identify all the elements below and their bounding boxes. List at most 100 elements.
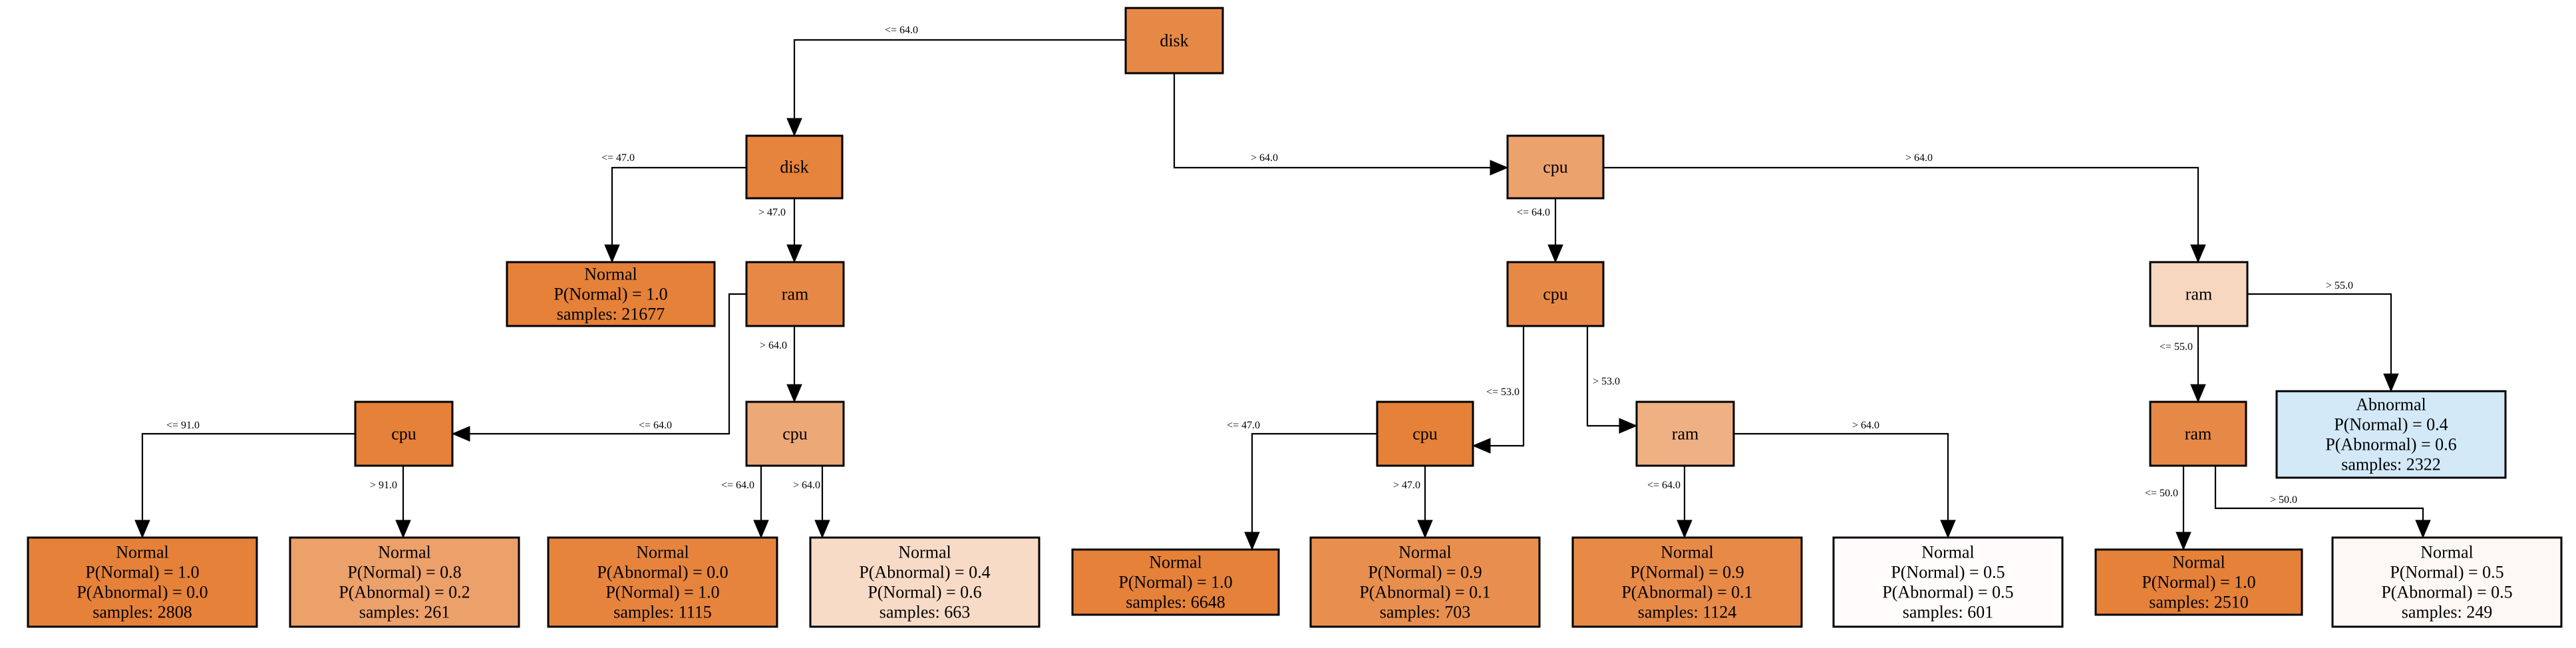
edge-n11-to-n13: > 53.0 — [1586, 326, 1638, 434]
node-box — [745, 401, 845, 467]
arrowhead — [786, 118, 802, 137]
edge-label: > 50.0 — [2270, 494, 2297, 506]
arrowhead — [1490, 160, 1509, 176]
node-title: Normal — [2172, 552, 2225, 571]
node-stat-line: samples: 1124 — [1638, 602, 1737, 621]
edge-label: <= 50.0 — [2145, 488, 2178, 499]
node-stat-line: P(Normal) = 1.0 — [2142, 572, 2255, 591]
edge-line — [2214, 466, 2424, 520]
arrowhead — [2190, 384, 2206, 403]
node-box — [2149, 261, 2249, 327]
node-stat-line: samples: 601 — [1903, 602, 1994, 621]
arrowhead — [786, 244, 802, 263]
edge-n18-to-n19: <= 55.0 — [2160, 326, 2206, 403]
split-node-n10: cpu — [1506, 134, 1605, 200]
edge-n19-to-n22: > 50.0 — [2214, 466, 2431, 539]
node-box — [506, 261, 716, 327]
edge-label: > 64.0 — [760, 340, 787, 351]
arrowhead — [451, 426, 470, 442]
node-box — [2275, 390, 2507, 479]
node-title: cpu — [1412, 424, 1438, 443]
node-stat-line: P(Normal) = 0.5 — [1891, 562, 2005, 581]
node-stat-line: P(Abnormal) = 0.1 — [1359, 582, 1490, 601]
node-box — [1309, 536, 1541, 628]
edge-line — [1251, 432, 1377, 532]
edge-line — [141, 432, 355, 520]
node-title: Normal — [1921, 542, 1974, 562]
edge-label: > 53.0 — [1593, 376, 1620, 387]
node-box — [809, 536, 1041, 628]
node-stat-line: P(Abnormal) = 0.0 — [597, 562, 728, 581]
edge-n11-to-n12: <= 53.0 — [1472, 326, 1525, 454]
node-title: Abnormal — [2356, 395, 2426, 414]
node-title: Normal — [116, 542, 168, 562]
node-stat-line: P(Normal) = 0.9 — [1368, 562, 1482, 581]
arrowhead — [395, 520, 411, 539]
edge-line — [1603, 166, 2199, 245]
node-box — [1832, 536, 2064, 628]
split-node-n12: cpu — [1376, 401, 1474, 467]
edge-label: > 64.0 — [1852, 420, 1879, 431]
edge-n12-to-n15: > 47.0 — [1393, 466, 1433, 539]
edge-n10-to-n18: > 64.0 — [1603, 152, 2206, 263]
arrowhead — [2190, 244, 2206, 263]
edge-n13-to-n17: > 64.0 — [1734, 420, 1956, 539]
edge-n4-to-n6: <= 91.0 — [134, 420, 355, 539]
node-stat-line: samples: 249 — [2402, 602, 2493, 621]
node-box — [1506, 134, 1605, 200]
node-stat-line: P(Abnormal) = 0.6 — [2325, 434, 2456, 454]
edge-label: <= 64.0 — [721, 480, 754, 491]
edge-label: <= 47.0 — [601, 152, 635, 164]
edge-n0-to-n1: <= 64.0 — [786, 25, 1126, 137]
node-stat-line: P(Normal) = 1.0 — [554, 284, 667, 303]
edge-n3-to-n5: > 64.0 — [760, 326, 802, 403]
edge-line — [1173, 73, 1490, 169]
node-title: ram — [1672, 424, 1698, 443]
edge-label: <= 64.0 — [1517, 207, 1550, 218]
edge-n5-to-n8: <= 64.0 — [721, 466, 769, 539]
node-box — [745, 134, 844, 200]
arrowhead — [753, 520, 769, 539]
edge-label: <= 53.0 — [1486, 387, 1520, 398]
node-stat-line: samples: 1115 — [613, 602, 712, 621]
node-box — [1506, 261, 1605, 327]
node-box — [27, 536, 258, 628]
arrowhead — [814, 520, 830, 539]
edge-line — [1586, 326, 1619, 427]
split-node-n13: ram — [1635, 401, 1735, 467]
edge-label: <= 91.0 — [166, 420, 200, 431]
split-node-n4: cpu — [354, 401, 454, 467]
node-stat-line: P(Normal) = 0.6 — [868, 582, 981, 601]
node-title: ram — [2185, 424, 2211, 443]
arrowhead — [1677, 520, 1692, 539]
edge-n1-to-n2: <= 47.0 — [601, 152, 746, 263]
edge-label: <= 64.0 — [1647, 480, 1681, 491]
split-node-n5: cpu — [745, 401, 845, 467]
edge-n13-to-n16: <= 64.0 — [1647, 466, 1692, 539]
node-title: cpu — [391, 424, 416, 443]
node-stat-line: P(Abnormal) = 0.4 — [859, 562, 990, 581]
node-box — [2094, 548, 2303, 616]
arrowhead — [604, 244, 620, 263]
node-stat-line: samples: 21677 — [557, 304, 665, 323]
node-stat-line: samples: 261 — [359, 602, 450, 621]
edge-label: > 55.0 — [2326, 280, 2353, 291]
node-stat-line: samples: 663 — [880, 602, 971, 621]
node-stat-line: P(Abnormal) = 0.1 — [1621, 582, 1752, 601]
edge-label: <= 64.0 — [885, 25, 918, 36]
edge-line — [470, 293, 746, 435]
node-stat-line: P(Abnormal) = 0.5 — [2381, 582, 2512, 601]
edge-n0-to-n10: > 64.0 — [1173, 73, 1509, 176]
edge-n12-to-n14: <= 47.0 — [1227, 420, 1377, 551]
node-stat-line: samples: 2322 — [2341, 454, 2441, 474]
arrowhead — [1472, 438, 1491, 454]
node-title: disk — [780, 157, 808, 176]
